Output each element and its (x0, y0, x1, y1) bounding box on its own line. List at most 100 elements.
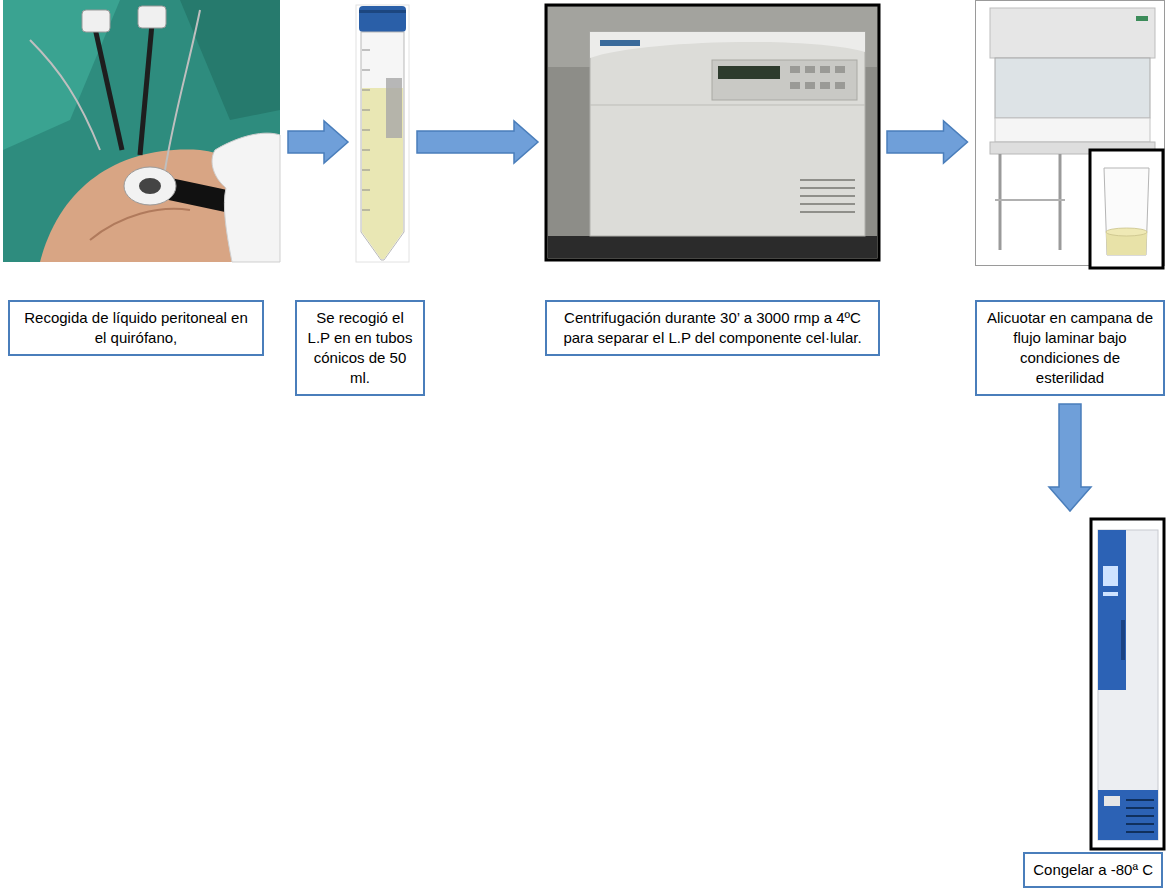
conical-tube-part (386, 78, 402, 138)
centrifuge-photo-part (790, 66, 845, 89)
centrifuge-photo-part (790, 66, 800, 73)
step-text: Alicuotar en campana de flujo laminar ba… (985, 308, 1155, 388)
surgery-photo-part (95, 28, 122, 150)
freezer-photo (1091, 519, 1164, 849)
centrifuge-photo-part (800, 179, 855, 181)
laminar-flow-hood-part (995, 118, 1150, 142)
laminar-flow-hood-part (976, 1, 1165, 266)
conical-tube-part (361, 32, 404, 260)
beaker-inset-part (1090, 150, 1163, 268)
process-box: Alicuotar en campana de flujo laminar ba… (975, 300, 1165, 396)
centrifuge-photo-part (590, 32, 865, 58)
freezer-photo-part (1098, 530, 1126, 690)
step-text: Recogida de líquido peritoneal en el qui… (18, 308, 254, 348)
surgery-photo-part (139, 178, 161, 194)
laminar-flow-hood-part (1059, 154, 1062, 250)
surgery-photo-part (3, 0, 120, 150)
conical-tube-part (362, 190, 370, 191)
centrifuge-photo-part (835, 82, 845, 89)
surgery-photo-part (90, 209, 190, 240)
beaker-inset-part (1106, 228, 1147, 236)
surgery-photo-part (124, 167, 176, 205)
process-box: Se recogió el L.P en en tubos cónicos de… (295, 300, 425, 396)
freezer-photo-part (1126, 815, 1154, 817)
conical-tube-part (362, 110, 370, 111)
centrifuge-photo-part (800, 195, 855, 197)
surgery-photo-part (82, 10, 110, 32)
surgery-photo-part (3, 0, 280, 262)
centrifuge-photo-part (800, 180, 855, 212)
conical-tube-part (362, 150, 370, 151)
centrifuge-photo-part (790, 82, 800, 89)
freezer-photo-part (1121, 620, 1125, 660)
conical-tube-part (359, 6, 406, 32)
process-box: Centrifugación durante 30’ a 3000 rmp a … (545, 300, 880, 356)
conical-tube-part (362, 170, 370, 171)
conical-tube-part (359, 10, 406, 13)
conical-tube-part (362, 90, 370, 91)
process-box: Recogida de líquido peritoneal en el qui… (8, 300, 264, 356)
centrifuge-photo-part (805, 66, 815, 73)
centrifuge-photo-part (600, 40, 640, 46)
centrifuge-photo-part (546, 5, 879, 260)
flow-arrow (417, 121, 538, 163)
conical-tube-part (362, 130, 370, 131)
surgery-photo-part (165, 10, 200, 170)
surgery-photo-part (140, 24, 152, 155)
centrifuge-photo-part (835, 66, 845, 73)
flow-arrow (1049, 404, 1091, 511)
laminar-flow-hood-part (995, 58, 1150, 118)
surgery-photo-part (212, 133, 280, 262)
centrifuge-photo-part (805, 82, 815, 89)
surgery-photo (3, 0, 280, 262)
laminar-flow-hood (976, 1, 1165, 266)
freezer-photo-part (1126, 823, 1154, 825)
flow-arrow (887, 121, 968, 163)
conical-tube-part (362, 70, 370, 71)
laminar-flow-hood-part (995, 199, 1065, 201)
centrifuge-photo (546, 5, 879, 260)
centrifuge-photo-part (590, 105, 865, 106)
freezer-photo-part (1126, 807, 1154, 809)
conical-tube-part (356, 5, 409, 262)
step-text: Centrifugación durante 30’ a 3000 rmp a … (555, 308, 870, 348)
freezer-photo-part (1126, 800, 1154, 832)
freezer-photo-part (1091, 519, 1164, 849)
centrifuge-photo-part (800, 211, 855, 213)
centrifuge-photo-part (548, 236, 877, 258)
conical-tube-part (362, 50, 370, 51)
centrifuge-photo-part (820, 66, 830, 73)
centrifuge-photo-part (800, 187, 855, 189)
freezer-photo-part (1103, 592, 1118, 596)
conical-tube-part (362, 210, 370, 211)
beaker-inset (1090, 150, 1163, 268)
conical-tube-part (362, 50, 370, 210)
surgery-photo-part (30, 40, 100, 150)
beaker-inset-part (1104, 168, 1149, 255)
step-text: Congelar a -80ª C (1033, 860, 1153, 880)
flow-arrow (288, 121, 348, 163)
surgery-photo-part (180, 0, 280, 120)
laminar-flow-hood-part (999, 154, 1002, 250)
freezer-photo-part (1098, 790, 1158, 840)
freezer-photo-part (1126, 799, 1154, 801)
freezer-photo-part (1104, 796, 1120, 806)
freezer-photo-part (1098, 530, 1158, 840)
centrifuge-photo-part (800, 203, 855, 205)
centrifuge-photo-part (590, 32, 865, 236)
centrifuge-photo-part (712, 60, 857, 100)
freezer-photo-part (1126, 831, 1154, 833)
laminar-flow-hood-part (990, 8, 1155, 58)
surgery-photo-part (138, 6, 166, 28)
conical-tube (356, 5, 409, 262)
freezer-photo-part (1103, 566, 1118, 586)
centrifuge-photo-part (718, 66, 780, 79)
process-box: Congelar a -80ª C (1023, 852, 1163, 888)
step-text: Se recogió el L.P en en tubos cónicos de… (305, 308, 415, 388)
laminar-flow-hood-part (1136, 16, 1148, 21)
centrifuge-photo-part (820, 82, 830, 89)
